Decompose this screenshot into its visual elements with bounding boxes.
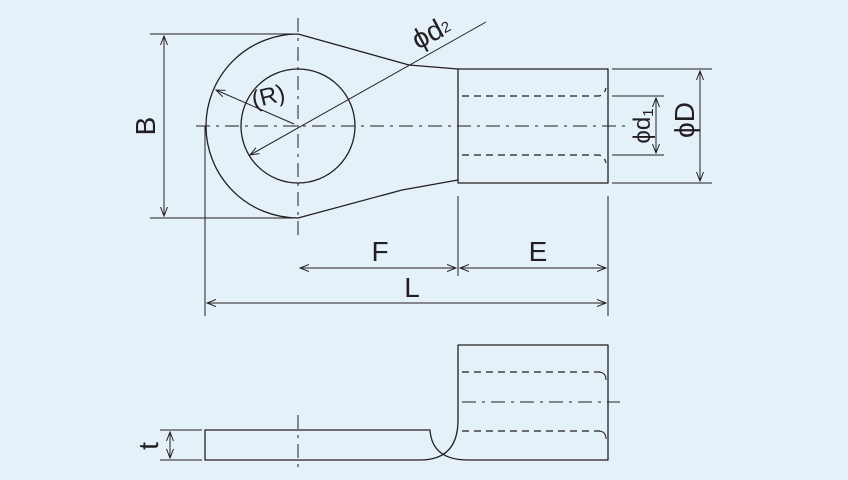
dim-label-d1: ϕd1: [629, 108, 657, 143]
side-profile-outline: [204, 344, 609, 461]
barrel-bore-hidden-lines: [462, 87, 607, 164]
dim-label-d2: ϕd2: [406, 9, 456, 55]
dim-label-f: F: [371, 236, 388, 267]
dim-label-d: ϕD: [669, 102, 700, 138]
side-bore-end: [597, 371, 607, 440]
dim-label-r: (R): [249, 80, 288, 114]
top-view: B (R) ϕd2 ϕd1 ϕD F E L: [130, 9, 712, 316]
dim-label-e: E: [529, 236, 548, 267]
side-view: t: [133, 344, 620, 470]
r-leader-line: [216, 90, 295, 125]
d2-leader-line: [250, 21, 487, 155]
dim-label-l: L: [404, 272, 420, 303]
dim-label-b: B: [130, 117, 161, 136]
dim-label-t: t: [133, 442, 164, 450]
